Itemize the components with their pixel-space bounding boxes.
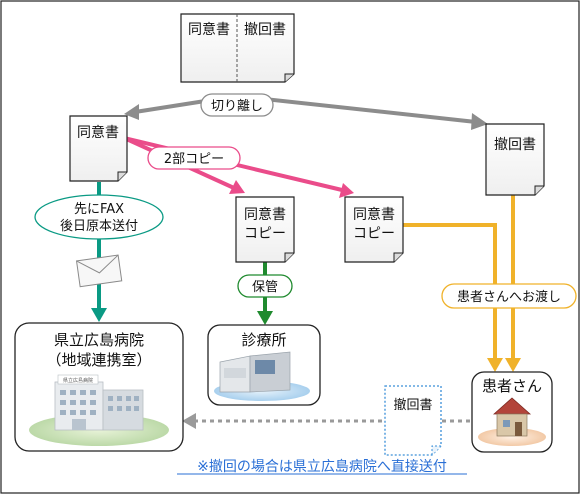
- keep-pill: 保管: [237, 274, 293, 298]
- hospital-box: 県立広島病院 （地域連携室） 県立広島病院: [14, 322, 184, 452]
- hospital-dept: （地域連携室）: [46, 351, 151, 369]
- handover-label: 患者さんへお渡し: [457, 289, 561, 305]
- return-arrow: [182, 413, 470, 429]
- separate-label: 切り離し: [211, 99, 263, 114]
- consent-doc-label: 同意書: [77, 124, 119, 141]
- copy-pill: 2部コピー: [147, 146, 241, 170]
- original-doc-right-label: 撤回書: [244, 22, 286, 38]
- patient-box: 患者さん: [471, 371, 553, 453]
- withdrawal-mail-document: 撤回書: [384, 385, 442, 456]
- fax-pill: 先にFAX 後日原本送付: [34, 194, 164, 240]
- hospital-building-icon: 県立広島病院: [29, 374, 169, 446]
- withdrawal-mail-label: 撤回書: [393, 397, 432, 413]
- hospital-sign: 県立広島病院: [63, 377, 93, 384]
- footer-note: ※撤回の場合は県立広島病院へ直接送付: [197, 458, 447, 475]
- copy-1-line2: コピー: [244, 226, 286, 242]
- consent-document: 同意書: [69, 115, 128, 182]
- hospital-name: 県立広島病院: [54, 331, 144, 349]
- separate-pill: 切り離し: [200, 93, 274, 117]
- consent-copy-1: 同意書 コピー: [235, 196, 295, 263]
- patient-label: 患者さん: [482, 377, 542, 395]
- house-icon: [478, 397, 546, 446]
- copy-label: 2部コピー: [164, 152, 224, 167]
- envelope-icon: [75, 254, 123, 288]
- fax-label-line2: 後日原本送付: [60, 219, 138, 234]
- original-doc-left-label: 同意書: [188, 21, 230, 38]
- copy-2-line1: 同意書: [353, 206, 395, 223]
- withdrawal-doc-label: 撤回書: [494, 137, 536, 153]
- handover-pill: 患者さんへお渡し: [441, 283, 577, 309]
- withdrawal-document: 撤回書: [485, 123, 545, 196]
- handover-arrows: [403, 195, 521, 372]
- clinic-box: 診療所: [207, 324, 321, 406]
- copy-1-line1: 同意書: [244, 206, 286, 223]
- fax-label-line1: 先にFAX: [74, 202, 124, 217]
- clinic-building-icon: [214, 351, 310, 401]
- keep-label: 保管: [252, 280, 278, 295]
- consent-copy-2: 同意書 コピー: [344, 196, 404, 263]
- original-document: 同意書 撤回書: [180, 13, 295, 83]
- copy-2-line2: コピー: [353, 226, 395, 242]
- clinic-label: 診療所: [241, 331, 286, 349]
